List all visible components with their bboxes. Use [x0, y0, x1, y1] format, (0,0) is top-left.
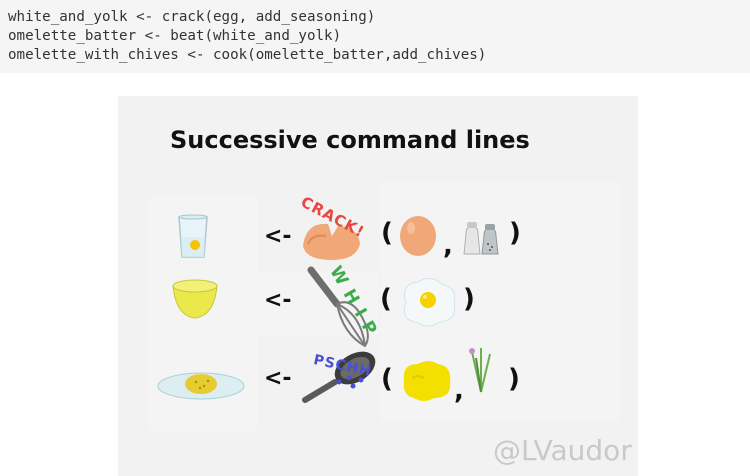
code-line-1: white_and_yolk <- crack(egg, add_seasoni… — [8, 9, 376, 25]
watermark: @LVaudor — [493, 434, 632, 467]
close-paren-1: ) — [509, 218, 521, 248]
code-line-2: omelette_batter <- beat(white_and_yolk) — [8, 28, 342, 44]
assignment-arrow-2: <- — [264, 288, 292, 313]
open-paren-1: ( — [381, 218, 393, 248]
comma-1: , — [443, 231, 453, 261]
glass-of-egg-icon — [178, 214, 208, 258]
whisk-icon — [307, 266, 369, 348]
close-paren-3: ) — [508, 364, 520, 394]
omelette-plate-icon — [157, 372, 245, 400]
egg-icon — [400, 216, 436, 256]
open-paren-2: ( — [380, 284, 392, 314]
omelette-batter-icon — [403, 361, 451, 401]
assignment-arrow-1: <- — [264, 224, 292, 249]
slide-title: Successive command lines — [170, 126, 530, 154]
crack-egg-icon — [303, 223, 360, 260]
slide-image: Successive command lines <- CRACK! ( , )… — [118, 96, 638, 476]
salt-and-pepper-shakers-icon — [463, 222, 499, 255]
code-block: white_and_yolk <- crack(egg, add_seasoni… — [0, 0, 750, 73]
frying-pan-icon — [302, 351, 376, 403]
assignment-arrow-3: <- — [264, 366, 292, 391]
comma-3: , — [454, 376, 464, 406]
open-paren-3: ( — [381, 364, 393, 394]
close-paren-2: ) — [463, 284, 475, 314]
chives-icon — [469, 348, 491, 393]
bowl-of-batter-icon — [172, 279, 218, 319]
cracked-egg-icon — [403, 278, 456, 327]
code-line-3: omelette_with_chives <- cook(omelette_ba… — [8, 47, 487, 63]
